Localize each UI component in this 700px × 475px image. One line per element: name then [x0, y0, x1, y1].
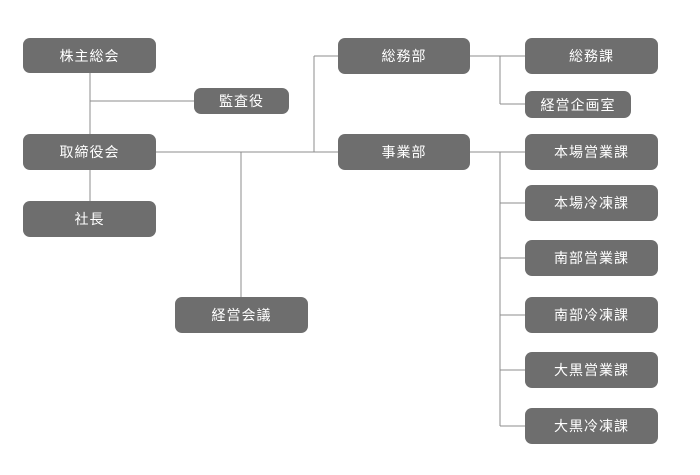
node-honjo-sales: 本場営業課: [525, 134, 658, 170]
node-general-affairs-dept: 総務部: [338, 38, 470, 74]
node-nanbu-frozen: 南部冷凍課: [525, 297, 658, 333]
node-oguro-frozen: 大黒冷凍課: [525, 408, 658, 444]
node-general-affairs-section: 総務課: [525, 38, 658, 74]
node-management-meeting: 経営会議: [175, 297, 308, 333]
node-president: 社長: [23, 201, 156, 237]
node-nanbu-sales: 南部営業課: [525, 240, 658, 276]
node-board: 取締役会: [23, 134, 156, 170]
node-oguro-sales: 大黒営業課: [525, 352, 658, 388]
node-auditor: 監査役: [194, 88, 289, 114]
node-shareholders: 株主総会: [23, 38, 156, 73]
node-business-dept: 事業部: [338, 134, 470, 170]
node-planning-office: 経営企画室: [525, 91, 631, 118]
node-honjo-frozen: 本場冷凍課: [525, 185, 658, 221]
